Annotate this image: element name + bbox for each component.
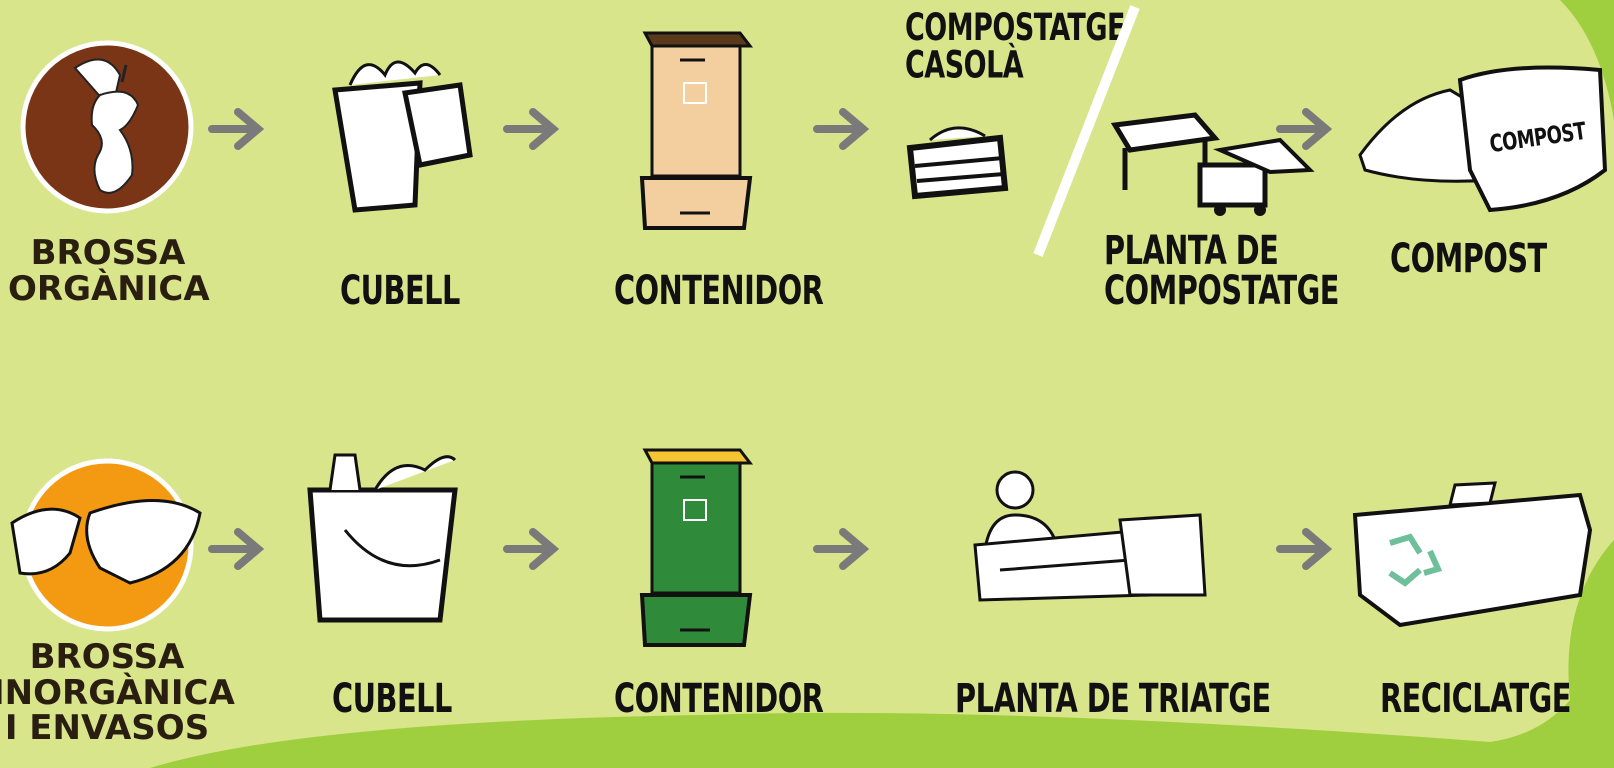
bucket-icon <box>305 450 465 625</box>
compost-bin-icon <box>905 118 1010 203</box>
sorting-plant-label: PLANTA DE TRIATGE <box>955 678 1271 718</box>
organic-waste-node <box>20 40 195 215</box>
arrow-right-icon <box>815 108 877 150</box>
green-container-icon <box>640 445 755 655</box>
recycling-crate-icon <box>1350 475 1600 635</box>
apple-core-icon <box>20 40 195 215</box>
inorganic-waste-node <box>20 458 195 633</box>
broken-packaging-icon <box>20 458 220 633</box>
arrow-right-icon <box>1278 528 1340 570</box>
composting-plant-line1: PLANTA DE <box>1104 230 1339 270</box>
bucket-label-bottom: CUBELL <box>332 678 452 718</box>
arrow-right-icon <box>505 108 567 150</box>
inorganic-label-line3: I ENVASOS <box>0 711 222 747</box>
arrow-right-icon <box>1278 108 1340 150</box>
organic-waste-label: BROSSA ORGÀNICA <box>8 236 208 307</box>
composting-plant-line2: COMPOSTATGE <box>1104 270 1339 310</box>
brown-container-icon <box>640 28 755 238</box>
inorganic-waste-label: BROSSA INORGÀNICA I ENVASOS <box>0 640 222 747</box>
arrow-right-icon <box>815 528 877 570</box>
arrow-right-icon <box>210 528 272 570</box>
organic-label-line2: ORGÀNICA <box>8 272 208 308</box>
bucket-icon <box>325 45 485 215</box>
inorganic-label-line2: INORGÀNICA <box>0 676 222 712</box>
container-label-top: CONTENIDOR <box>614 270 823 310</box>
arrow-right-icon <box>210 108 272 150</box>
composting-plant-label: PLANTA DE COMPOSTATGE <box>1104 230 1339 310</box>
sorting-plant-icon <box>970 460 1230 615</box>
organic-label-line1: BROSSA <box>8 236 208 272</box>
recycling-label: RECICLATGE <box>1380 678 1571 718</box>
container-label-bottom: CONTENIDOR <box>614 678 823 718</box>
inorganic-label-line1: BROSSA <box>0 640 222 676</box>
compost-label: COMPOST <box>1390 238 1547 278</box>
bucket-label-top: CUBELL <box>340 270 460 310</box>
arrow-right-icon <box>505 528 567 570</box>
